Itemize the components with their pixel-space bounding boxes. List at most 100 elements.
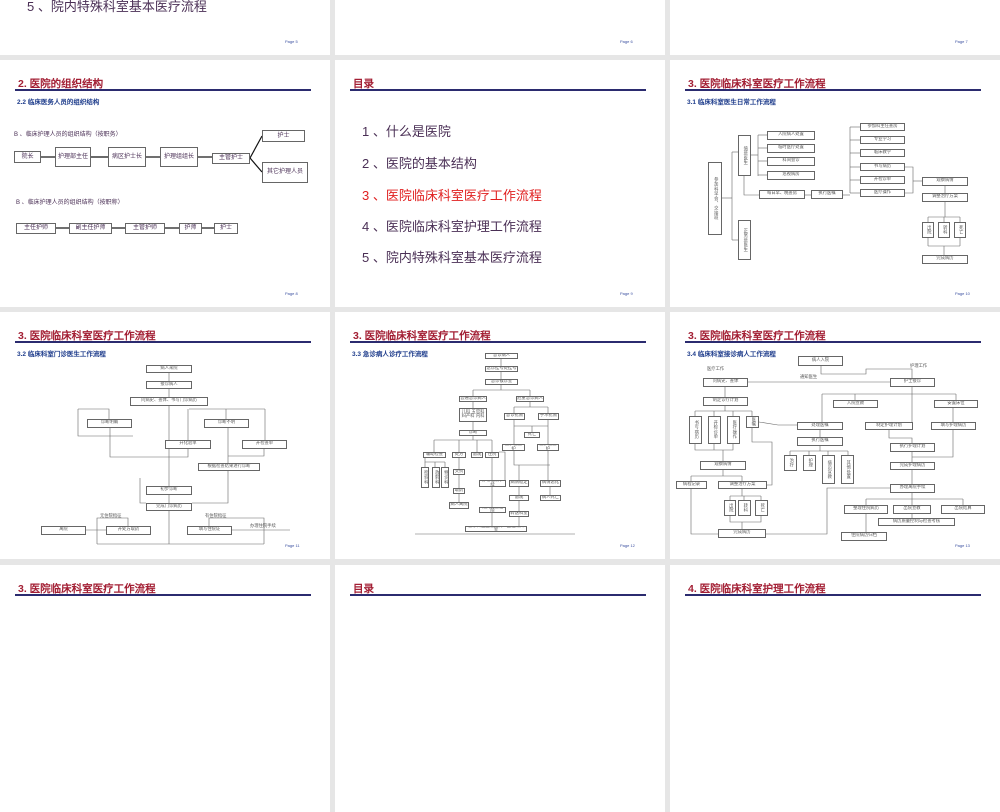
title-rule xyxy=(15,89,311,91)
slide-thumbnail-7[interactable]: Page 7 xyxy=(670,0,1000,55)
flowchart-box: 诊断明确 xyxy=(87,419,132,428)
section-label: B 、临床护理人员的组织结构（按职称） xyxy=(16,200,124,206)
flowchart-box: 开处方取药 xyxy=(106,526,151,535)
flowchart-box: 病历质量控制与检查考核 xyxy=(878,518,955,526)
slide-thumbnail-8[interactable]: 2. 医院的组织结构 2.2 临床医务人员的组织结构 B 、临床护理人员的组织结… xyxy=(0,60,330,307)
flowchart-box: 观察病情 xyxy=(700,461,746,470)
flowchart-box: 相关科室住院 xyxy=(479,507,506,513)
connector-line xyxy=(228,449,265,457)
flowchart-box: 监护室监护 xyxy=(537,444,559,451)
flowchart-connectors xyxy=(41,135,263,229)
flowchart-connectors xyxy=(415,359,575,535)
flowchart-box: 问病史、查体 xyxy=(703,378,748,387)
flowchart-box: 开化验单 xyxy=(165,440,211,449)
flowchart-box: 临床教学 xyxy=(860,149,905,157)
slide-thumbnail-6[interactable]: Page 6 xyxy=(335,0,665,55)
slide-thumbnail-11[interactable]: 3. 医院临床科室医疗工作流程 3.2 临床科室门诊医生工作流程 Page 11… xyxy=(0,312,330,559)
slide-subtitle: 3.1 临床科室医生日常工作流程 xyxy=(687,99,776,106)
flowchart-box: 制定护理计划 xyxy=(865,422,913,430)
flowchart-label: 无住院指征 xyxy=(100,514,122,519)
slide-title: 2. 医院的组织结构 xyxy=(18,78,104,90)
connector-line xyxy=(766,487,890,535)
flowchart-box: 病情恶化 xyxy=(540,480,561,487)
connector-line xyxy=(751,428,773,486)
connector-line xyxy=(96,517,129,544)
title-rule xyxy=(15,341,311,343)
slide-thumbnail-13[interactable]: 3. 医院临床科室医疗工作流程 3.4 临床科室接诊病人工作流程 Page 13… xyxy=(670,312,1000,559)
slide-title: 4. 医院临床科室护理工作流程 xyxy=(688,583,826,595)
flowchart-box: 放射科 xyxy=(432,467,440,488)
flowchart-box: 整理住院病历 xyxy=(844,505,888,514)
flowchart-box: 调整治疗方案 xyxy=(922,193,968,202)
flowchart-connectors xyxy=(690,366,964,535)
flowchart-box: 出院结算 xyxy=(941,505,985,514)
flowchart-box: 监护室监护 xyxy=(502,444,525,451)
title-rule xyxy=(350,89,646,91)
flowchart-box: 病人离院 xyxy=(449,502,469,509)
slide-title: 3. 医院临床科室医疗工作流程 xyxy=(688,78,826,90)
flowchart-box: 手术抢救 xyxy=(538,413,559,420)
connector-line xyxy=(208,517,265,544)
slide-thumbnail-10[interactable]: 3. 医院临床科室医疗工作流程 3.1 临床科室医生日常工作流程 Page 10… xyxy=(670,60,1000,307)
flowchart-box: 初步诊断 xyxy=(146,486,192,495)
flowchart-connectors xyxy=(722,126,961,255)
connector-line xyxy=(499,451,506,480)
connector-line xyxy=(192,471,229,504)
connector-line xyxy=(249,157,263,173)
slide-thumbnail-16[interactable]: 4. 医院临床科室护理工作流程 xyxy=(670,565,1000,812)
flowchart-box: 取药 xyxy=(453,488,465,494)
flowchart-box: 安置床位 xyxy=(934,400,978,408)
flowchart-box: 病区护士长 xyxy=(108,147,146,167)
flowchart-box: 处方 xyxy=(452,452,466,458)
slide-thumbnail-14[interactable]: 3. 医院临床科室医疗工作流程 xyxy=(0,565,330,812)
slide-thumbnail-12[interactable]: 3. 医院临床科室医疗工作流程 3.3 急诊病人诊疗工作流程 Page 12 急… xyxy=(335,312,665,559)
slide-title: 3. 医院临床科室医疗工作流程 xyxy=(688,330,826,342)
flowchart-label: 医疗工作 xyxy=(707,367,725,372)
connector-line xyxy=(424,458,445,463)
flowchart-box: 问病史、查体、书写门诊病历 xyxy=(130,397,208,406)
flowchart-label: 护理工作 xyxy=(910,364,928,369)
flowchart-box: 完成护理病历 xyxy=(890,462,935,470)
connector-line xyxy=(690,489,718,535)
flowchart-box: 值班医生 xyxy=(738,135,751,176)
flowchart-box: 填写护理病历 xyxy=(931,422,976,430)
flowchart-box: 护师 xyxy=(179,223,202,234)
flowchart-box: 病程记录 xyxy=(676,481,707,489)
flowchart-box: 副主任护师 xyxy=(69,223,112,234)
flowchart-box: 护士接诊 xyxy=(890,378,935,387)
flowchart-box: 病人死亡 xyxy=(540,495,561,501)
flowchart-box: 转科 xyxy=(938,222,950,238)
flowchart-box: 书写病历 xyxy=(860,163,905,171)
slide-thumbnail-15[interactable]: 目录 xyxy=(335,565,665,812)
connector-line xyxy=(905,166,914,194)
flowchart-box: 主任护师 xyxy=(16,223,56,234)
title-rule xyxy=(685,594,981,596)
flowchart-box: 诊断 xyxy=(459,430,487,436)
connector-line xyxy=(513,451,550,466)
title-rule xyxy=(685,89,981,91)
flowchart-box: 接诊病人 xyxy=(146,381,192,389)
title-rule xyxy=(15,594,311,596)
page-number: Page 6 xyxy=(620,39,633,44)
connector-line xyxy=(888,430,913,443)
flowchart-box: 急诊候诊室 xyxy=(485,379,518,385)
flowchart-box: 科间会诊 xyxy=(767,157,815,166)
flowchart-box: 转送科室 xyxy=(509,511,529,517)
flowchart-label: 办理住院手续 xyxy=(250,524,276,529)
toc-item-2: 2 、医院的基本结构 xyxy=(362,156,477,171)
flowchart-box: 书写病历 xyxy=(689,416,702,444)
flowchart-box: 医嘱 xyxy=(746,416,759,428)
flowchart-box: 留观 xyxy=(509,495,529,501)
slide-thumbnail-5[interactable]: 5 、院内特殊科室基本医疗流程 Page 5 xyxy=(0,0,330,55)
page-number: Page 9 xyxy=(620,291,633,296)
section-label: B 、临床护理人员的组织结构（按职务） xyxy=(14,132,122,138)
flowchart-box: 正常班医生 xyxy=(738,220,751,260)
flowchart-box: 住院 xyxy=(485,452,499,458)
flowchart-box: 普通急诊病人 xyxy=(459,396,487,402)
title-rule xyxy=(350,594,646,596)
connector-line xyxy=(743,176,759,196)
flowchart-box: 离院 xyxy=(41,526,86,535)
flowchart-box: 主管护师 xyxy=(125,223,165,234)
slide-thumbnail-9[interactable]: 目录 1 、什么是医院 2 、医院的基本结构 3 、医院临床科室医疗工作流程 4… xyxy=(335,60,665,307)
connector-line xyxy=(758,421,797,426)
